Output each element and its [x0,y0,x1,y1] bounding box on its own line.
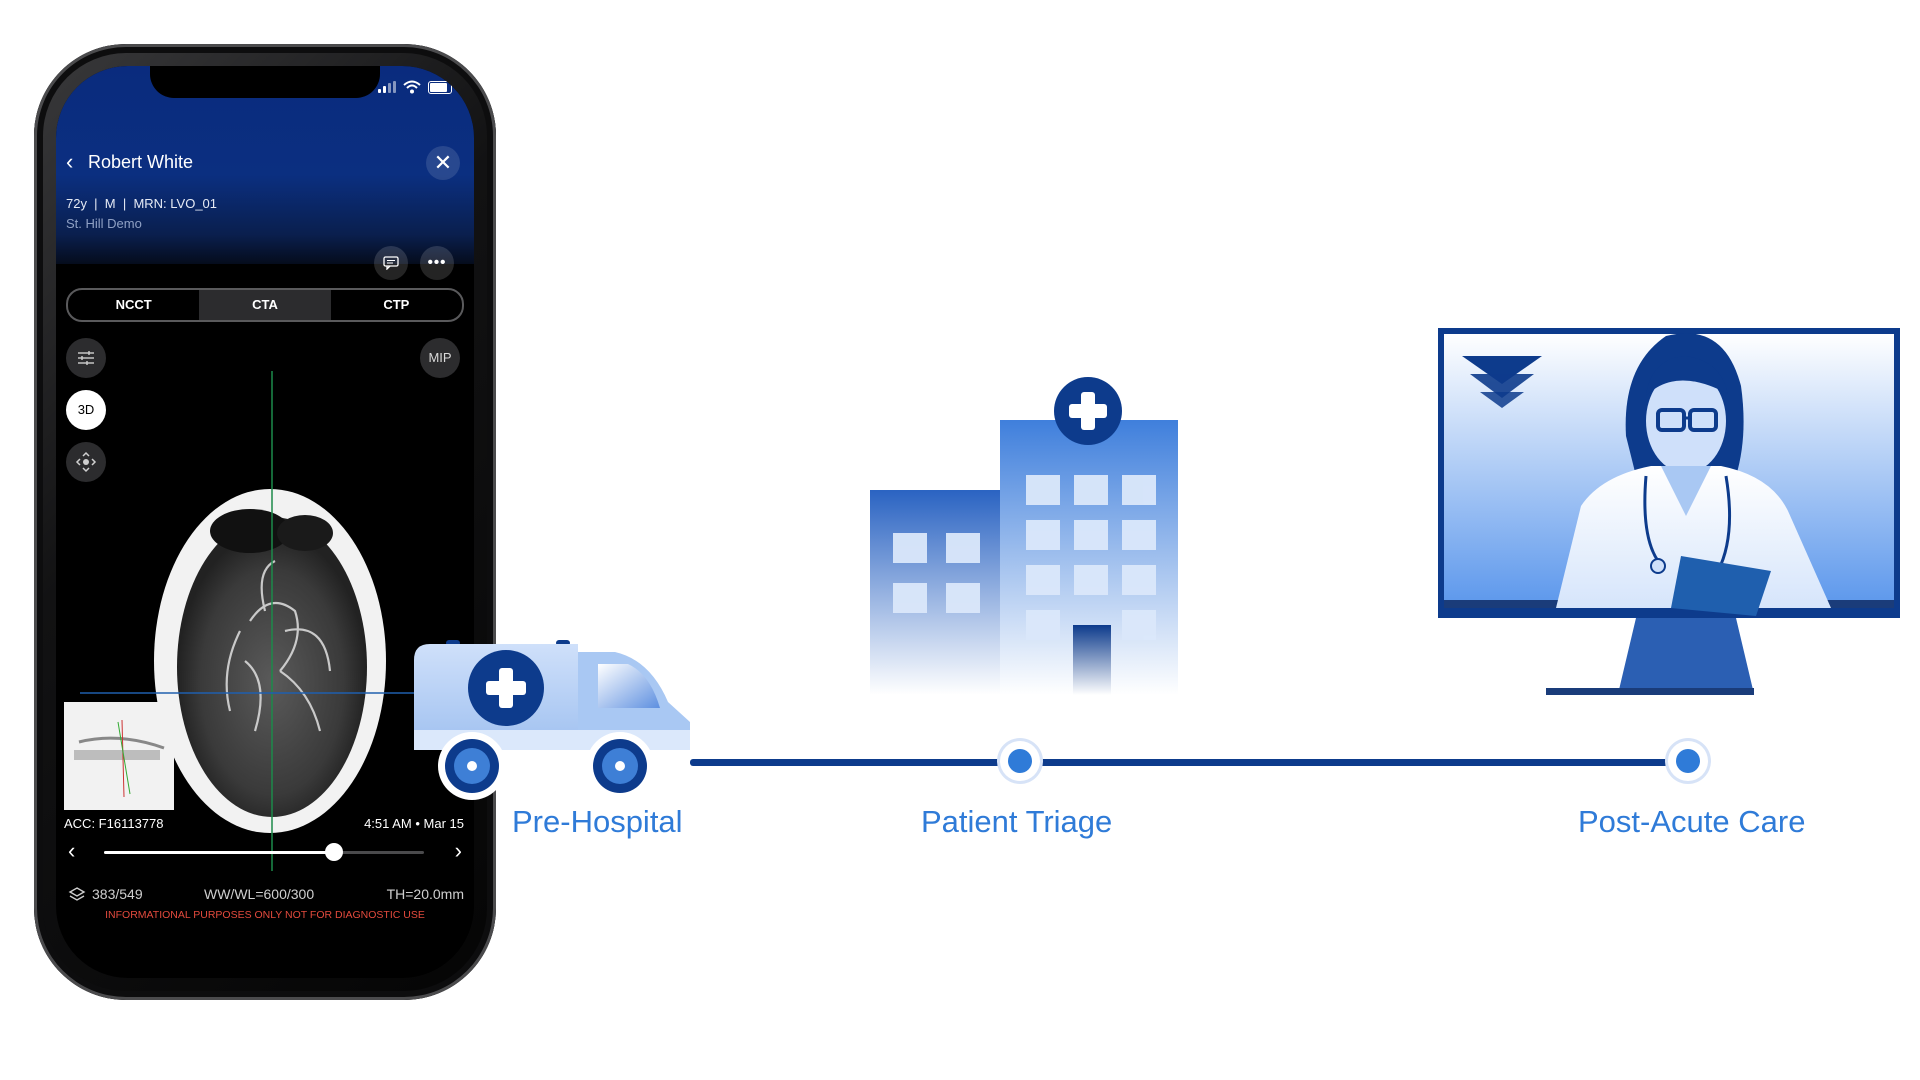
patient-demographics: 72y | M | MRN: LVO_01 [66,196,218,211]
close-icon: ✕ [433,150,453,175]
layers-icon [68,887,86,901]
patient-header [56,66,474,264]
slice-slider-fill [104,851,335,854]
back-chevron-icon[interactable]: ‹ [66,149,74,174]
sliders-icon [78,351,94,365]
wifi-icon [403,80,421,94]
tab-cta[interactable]: CTA [199,290,331,320]
stage-label-pre-hospital: Pre-Hospital [512,804,683,839]
timeline-node-triage[interactable] [1000,741,1040,781]
timeline-node-post-acute[interactable] [1668,741,1708,781]
scout-thumbnail[interactable] [64,702,174,810]
next-slice-icon[interactable]: › [454,838,462,863]
ambulance-icon [414,640,690,800]
window-level: WW/WL=600/300 [204,886,315,902]
tab-ncct[interactable]: NCCT [115,297,152,312]
status-bar [378,78,452,96]
diagnostic-disclaimer: INFORMATIONAL PURPOSES ONLY NOT FOR DIAG… [105,909,425,921]
slice-slider-thumb[interactable] [325,843,344,861]
care-timeline-line [690,759,1690,766]
move-arrows-icon [75,451,97,473]
adjustments-button[interactable] [66,338,106,378]
timeline-dot [1008,749,1032,773]
scan-type-tabs: NCCT CTA CTP [66,288,464,322]
scan-timestamp: 4:51 AM • Mar 15 [364,816,464,831]
chat-button[interactable] [374,246,408,280]
sagittal-reference-icon [74,719,165,798]
3d-view-button[interactable]: 3D [66,390,106,430]
telemedicine-monitor-icon [1438,328,1900,695]
smartphone-frame: ‹ Robert White ✕ 72y | M | MRN: LVO_01 S… [34,44,496,1000]
chat-bubble-icon [383,256,399,271]
cellular-signal-icon [378,81,396,93]
mip-button[interactable]: MIP [420,338,460,378]
stage-label-patient-triage: Patient Triage [921,804,1113,839]
timeline-dot [1676,749,1700,773]
previous-slice-icon[interactable]: ‹ [68,838,76,863]
hospital-building-icon [870,377,1178,695]
stage-label-post-acute-care: Post-Acute Care [1578,804,1806,839]
patient-name: Robert White [88,152,194,172]
tab-ctp[interactable]: CTP [383,297,410,312]
ct-angiography-image[interactable] [80,371,440,871]
battery-icon [428,80,452,94]
more-options-button[interactable]: ••• [420,246,454,280]
accession-number: ACC: F16113778 [64,816,164,831]
hospital-name: St. Hill Demo [66,216,142,231]
ellipsis-icon: ••• [427,254,447,271]
slice-thickness: TH=20.0mm [386,886,464,902]
pan-button[interactable] [66,442,106,482]
phone-notch [150,66,380,98]
slice-counter: 383/549 [92,886,143,902]
close-button[interactable]: ✕ [426,146,460,180]
phone-screen: ‹ Robert White ✕ 72y | M | MRN: LVO_01 S… [56,66,474,978]
